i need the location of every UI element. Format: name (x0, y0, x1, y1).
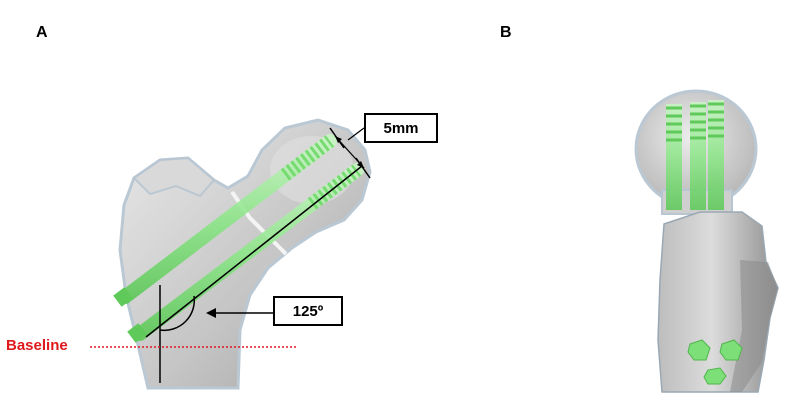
hex-screw-head-icon (719, 339, 743, 361)
angle-callout-text: 125º (292, 302, 324, 320)
screw-b-3 (708, 100, 724, 210)
screw-b-2 (690, 102, 706, 210)
screw-a-lower (127, 163, 364, 343)
screw-heads-b (687, 339, 743, 385)
spacing-arrow-a (335, 136, 342, 143)
screw-a-lower-head (127, 323, 147, 343)
screw-a-upper-head (113, 287, 133, 307)
spacing-callout-text: 5mm (383, 119, 419, 137)
screw-axis-line (145, 165, 363, 338)
hex-screw-head-icon (703, 367, 727, 385)
spacing-callout: 5mm (364, 113, 438, 143)
panel-a-label: A (36, 24, 48, 41)
angle-arc (159, 295, 196, 332)
femur-a-trochanter (132, 156, 216, 198)
spacing-arrow-b (357, 161, 364, 168)
hex-screw-head-icon (687, 339, 711, 361)
spacing-dimension-line (334, 135, 365, 169)
left-arrow-icon (206, 308, 216, 318)
baseline-label: Baseline (6, 337, 68, 354)
panel-b-label: B (500, 24, 512, 41)
femur-b-shaft-shadow (730, 260, 778, 392)
screws-b (666, 100, 724, 210)
callout-5mm-leader (347, 127, 365, 141)
angle-callout: 125º (273, 296, 343, 326)
screw-a-upper (113, 134, 337, 307)
screw-b-1 (666, 104, 682, 210)
